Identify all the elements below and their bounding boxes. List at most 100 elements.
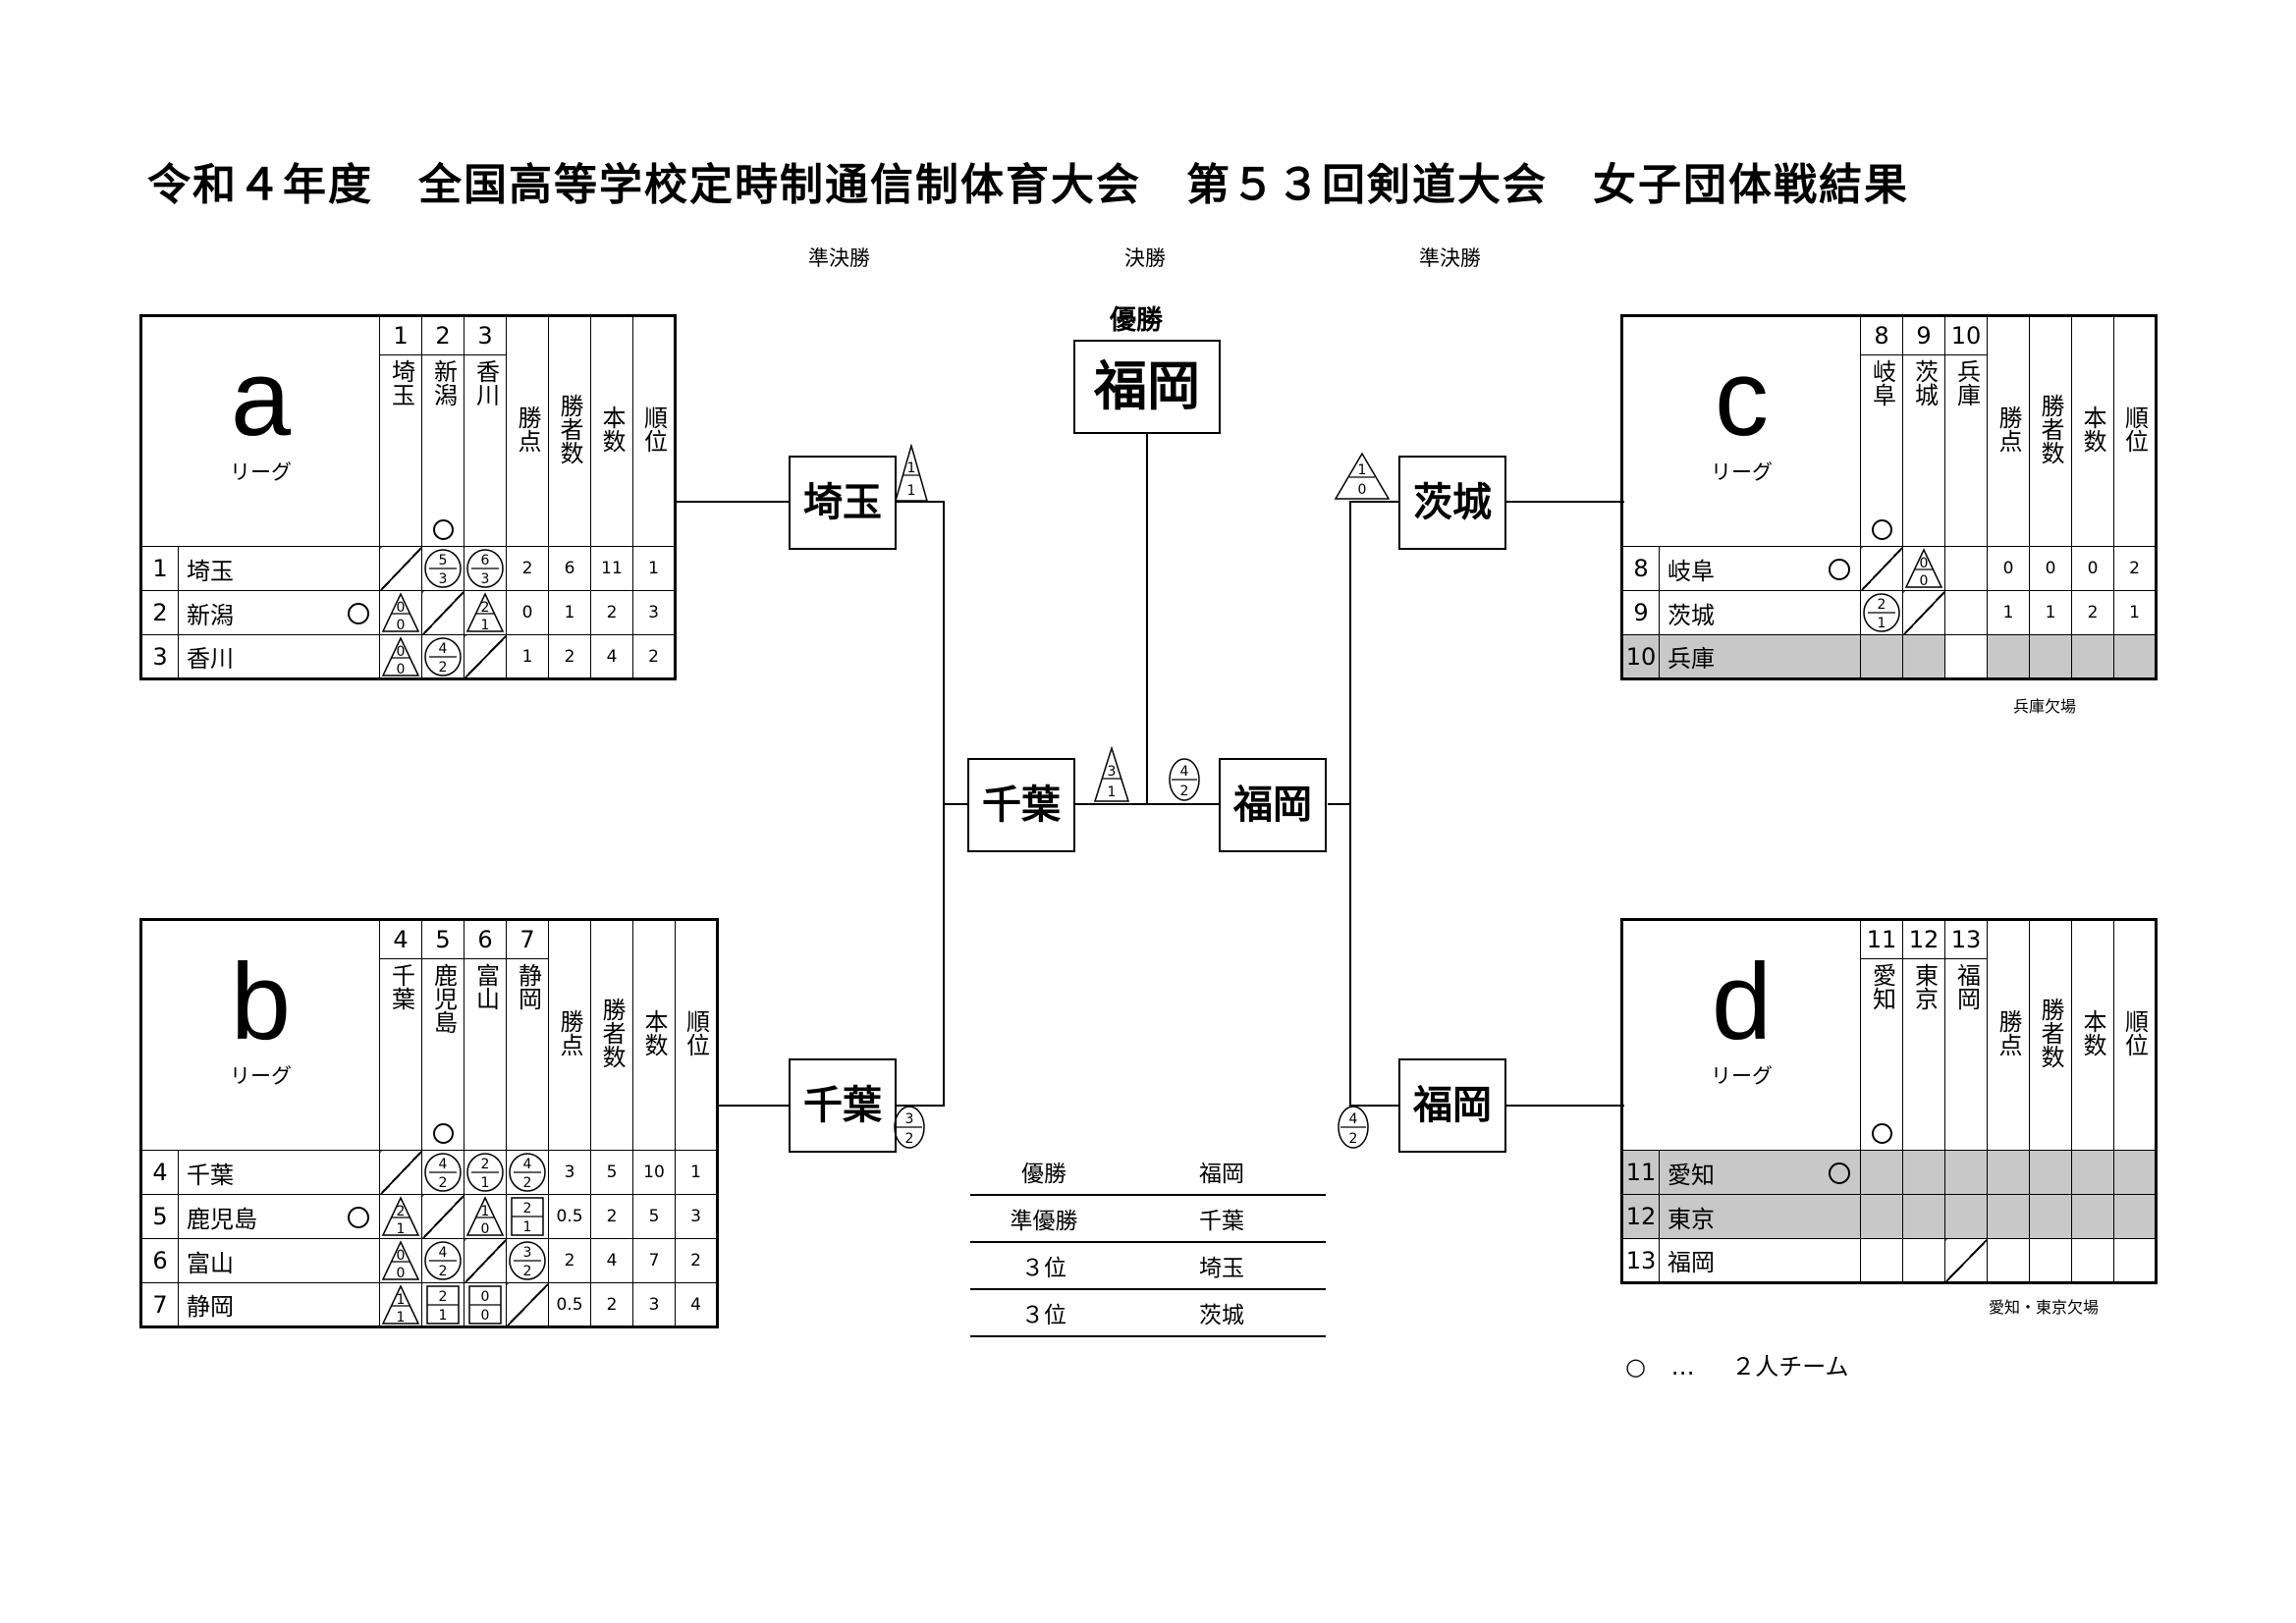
league-c-table: c リーグ 8 9 10 勝点 勝者数 本数 順位 岐阜 茨城 兵庫 8 岐阜 … (1620, 314, 2158, 680)
self-cell (1860, 546, 1903, 591)
table-row-absent: 10 兵庫 (1621, 634, 2157, 679)
header-rank: 順位 (2113, 315, 2157, 547)
stat-points: 4 (590, 634, 633, 679)
svg-text:2: 2 (1180, 784, 1189, 799)
bracket-line (943, 803, 968, 805)
result-place: 優勝 (1021, 1162, 1066, 1187)
stat-winners: 5 (590, 1150, 633, 1195)
col-team-name: 愛知 (1860, 958, 1903, 1151)
stat-winners: 1 (548, 590, 591, 635)
svg-text:0: 0 (397, 1266, 406, 1281)
league-word: リーグ (230, 460, 292, 484)
header-rank: 順位 (2113, 919, 2157, 1151)
svg-text:1: 1 (397, 1310, 406, 1325)
score-circle-chiba-semi: 32 (894, 1106, 925, 1149)
page-title: 令和４年度 全国高等学校定時制通信制体育大会 第５３回剣道大会 女子団体戦結果 (147, 160, 1909, 210)
col-number: 11 (1860, 919, 1903, 959)
col-number: 2 (421, 315, 465, 355)
row-number: 4 (140, 1150, 179, 1195)
bracket-team-ibaraki: 茨城 (1398, 456, 1506, 550)
col-number: 12 (1902, 919, 1945, 959)
result-row: ３位埼玉 (970, 1243, 1326, 1290)
row-team-name: 新潟 (178, 590, 380, 635)
row-team-name: 茨城 (1659, 590, 1861, 635)
bracket-line (674, 501, 790, 503)
svg-text:4: 4 (439, 1157, 448, 1172)
league-word: リーグ (1711, 460, 1773, 484)
svg-text:2: 2 (905, 1131, 914, 1147)
row-number: 3 (140, 634, 179, 679)
svg-text:4: 4 (523, 1157, 532, 1172)
col-team-name: 埼玉 (379, 354, 422, 547)
bracket-team-chiba: 千葉 (789, 1058, 897, 1153)
empty-cell (2071, 1238, 2114, 1283)
self-cell (1902, 590, 1945, 635)
col-team-name: 兵庫 (1944, 354, 1988, 547)
empty-cell (2071, 1194, 2114, 1239)
league-letter: d (1711, 942, 1773, 1062)
svg-text:1: 1 (523, 1219, 532, 1235)
legend-dots: … (1670, 1353, 1695, 1380)
row-team-name: 東京 (1659, 1194, 1861, 1239)
col-team-name: 新潟 (421, 354, 465, 547)
stat-win-points: 0.5 (548, 1282, 591, 1327)
league-a-header: a リーグ (140, 315, 380, 547)
stat-rank: 1 (675, 1150, 718, 1195)
stat-points: 5 (632, 1194, 676, 1239)
result-place: ３位 (1021, 1256, 1066, 1281)
header-points: 本数 (2071, 919, 2114, 1151)
league-c-note: 兵庫欠場 (2013, 697, 2077, 716)
empty-cell (1902, 1150, 1945, 1195)
svg-text:1: 1 (907, 460, 916, 476)
self-cell (1902, 1194, 1945, 1239)
empty-cell (2029, 1150, 2072, 1195)
row-number: 11 (1621, 1150, 1660, 1195)
svg-text:4: 4 (1180, 764, 1189, 780)
svg-text:2: 2 (523, 1175, 532, 1191)
row-team-name: 兵庫 (1659, 634, 1861, 679)
empty-cell (2071, 634, 2114, 679)
bracket-line (1328, 803, 1351, 805)
stat-winners: 2 (590, 1194, 633, 1239)
col-number: 6 (464, 919, 507, 959)
svg-text:2: 2 (523, 1264, 532, 1279)
stat-points: 0 (2071, 546, 2114, 591)
score-triangle-saitama: 11 (895, 444, 928, 502)
league-letter: c (1715, 338, 1769, 459)
stat-rank: 1 (632, 546, 676, 591)
league-word: リーグ (1711, 1064, 1773, 1088)
empty-cell (1902, 634, 1945, 679)
svg-text:2: 2 (523, 1201, 532, 1217)
empty-cell (2071, 1150, 2114, 1195)
stat-win-points: 0 (1987, 546, 2030, 591)
row-number: 13 (1621, 1238, 1660, 1283)
stat-win-points: 0.5 (548, 1194, 591, 1239)
row-number: 2 (140, 590, 179, 635)
svg-text:2: 2 (439, 1175, 448, 1191)
score-circle-fukuoka-final: 42 (1169, 758, 1200, 801)
self-cell (1944, 634, 1988, 679)
empty-cell (1987, 1150, 2030, 1195)
bracket-line (1349, 501, 1398, 503)
league-letter: a (230, 338, 292, 459)
svg-text:2: 2 (439, 1264, 448, 1279)
result-team: 福岡 (1199, 1162, 1244, 1187)
header-points: 本数 (590, 315, 633, 547)
score-triangle-chiba-final: 31 (1093, 746, 1130, 802)
result-row: 優勝 福岡 (970, 1149, 1326, 1196)
col-number: 9 (1902, 315, 1945, 355)
stat-win-points: 2 (506, 546, 549, 591)
col-team-name: 東京 (1902, 958, 1945, 1151)
